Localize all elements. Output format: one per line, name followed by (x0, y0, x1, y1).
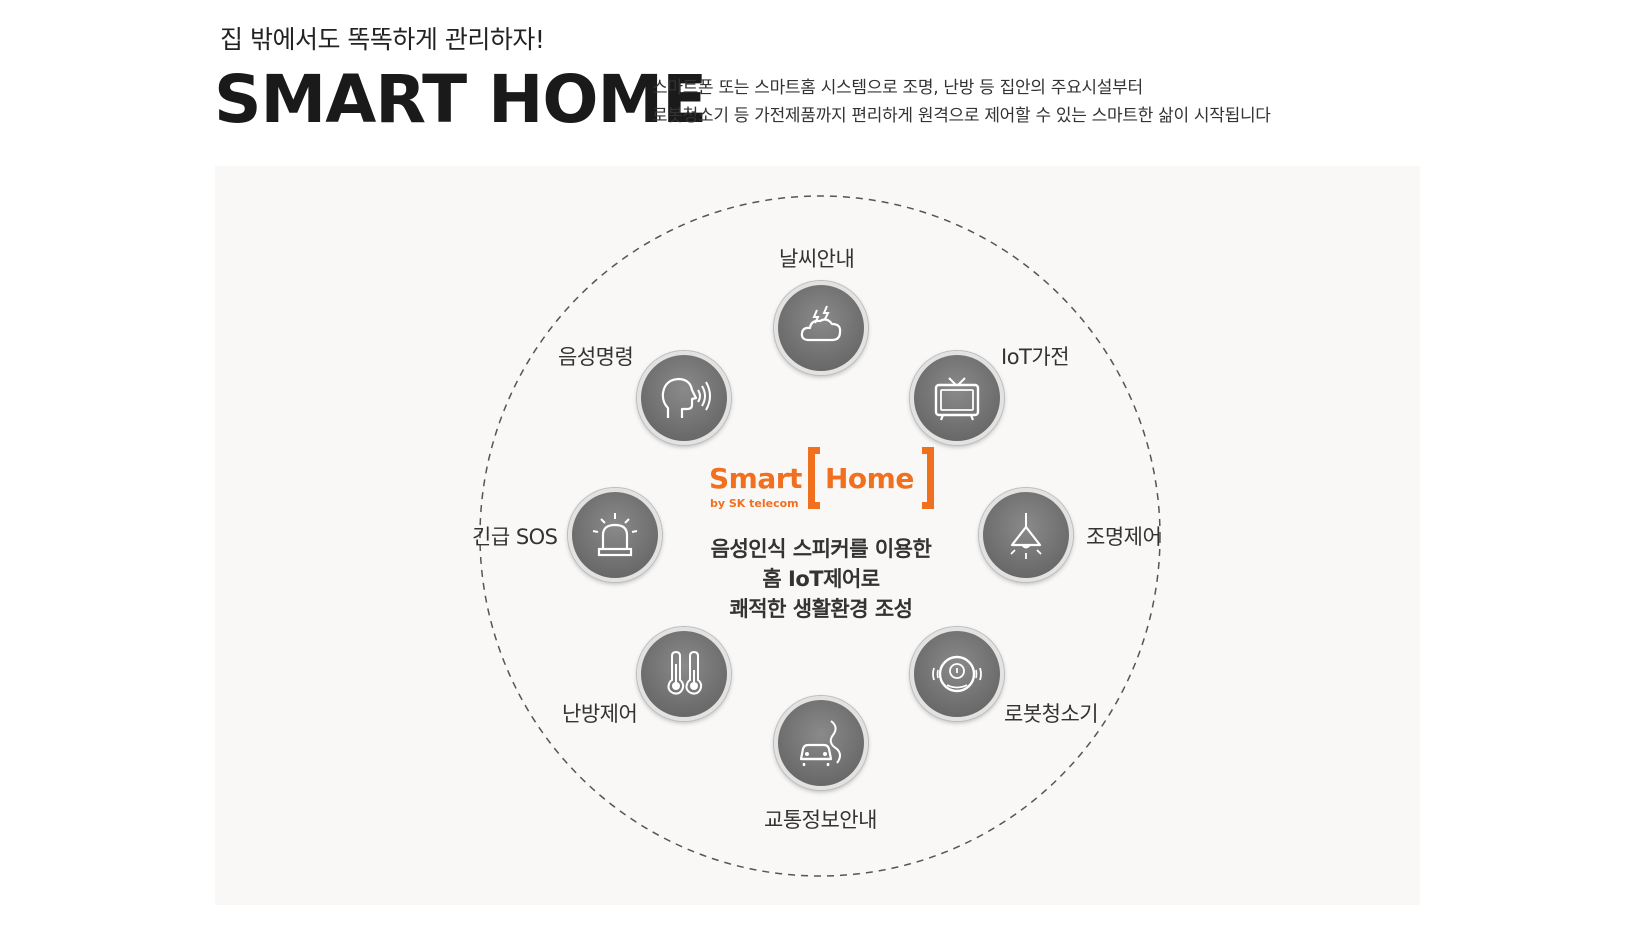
label-sos: 긴급 SOS (472, 525, 558, 549)
label-traffic: 교통정보안내 (764, 808, 877, 832)
node-traffic[interactable] (774, 696, 868, 790)
center-line-2: 홈 IoT제어로 (762, 567, 880, 591)
node-sos[interactable] (568, 488, 662, 582)
node-heating[interactable] (637, 627, 731, 721)
node-robot[interactable] (910, 627, 1004, 721)
desc-line-1: 스마트폰 또는 스마트홈 시스템으로 조명, 난방 등 집안의 주요시설부터 (652, 78, 1143, 98)
speaking-head-icon (661, 377, 711, 418)
smart-home-logo: Smart Home by SK telecom (708, 447, 934, 513)
node-voice[interactable] (637, 351, 731, 445)
center-line-3: 쾌적한 생활환경 조성 (729, 597, 913, 621)
logo-smart: Smart (709, 462, 802, 495)
page-title: SMART HOME (214, 61, 707, 138)
center-line-1: 음성인식 스피커를 이용한 (710, 537, 932, 561)
tv-icon (934, 377, 980, 421)
thermometer-icon (667, 650, 703, 695)
label-voice: 음성명령 (558, 345, 634, 369)
center-description: 음성인식 스피커를 이용한 홈 IoT제어로 쾌적한 생활환경 조성 (680, 534, 962, 624)
label-heating: 난방제어 (562, 702, 638, 726)
desc-line-2: 로봇청소기 등 가전제품까지 편리하게 원격으로 제어할 수 있는 스마트한 삶… (652, 106, 1271, 126)
logo-home: Home (825, 462, 914, 495)
car-road-icon (799, 720, 841, 766)
node-iot[interactable] (910, 351, 1004, 445)
logo-bracket-right (922, 447, 934, 509)
cloud-lightning-icon (800, 305, 842, 342)
label-lighting: 조명제어 (1086, 525, 1162, 549)
label-iot: IoT가전 (1001, 345, 1070, 369)
node-lighting[interactable] (979, 488, 1073, 582)
siren-icon (592, 513, 638, 557)
logo-bracket-left (808, 447, 820, 509)
node-weather[interactable] (774, 281, 868, 375)
header-subtitle: 집 밖에서도 똑똑하게 관리하자! (220, 25, 545, 54)
ceiling-lamp-icon (1010, 513, 1042, 559)
label-weather: 날씨안내 (779, 247, 855, 271)
header-description: 스마트폰 또는 스마트홈 시스템으로 조명, 난방 등 집안의 주요시설부터 로… (652, 74, 1271, 130)
logo-by: by SK telecom (710, 497, 799, 510)
robot-vacuum-icon (932, 655, 982, 693)
label-robot: 로봇청소기 (1004, 702, 1099, 726)
